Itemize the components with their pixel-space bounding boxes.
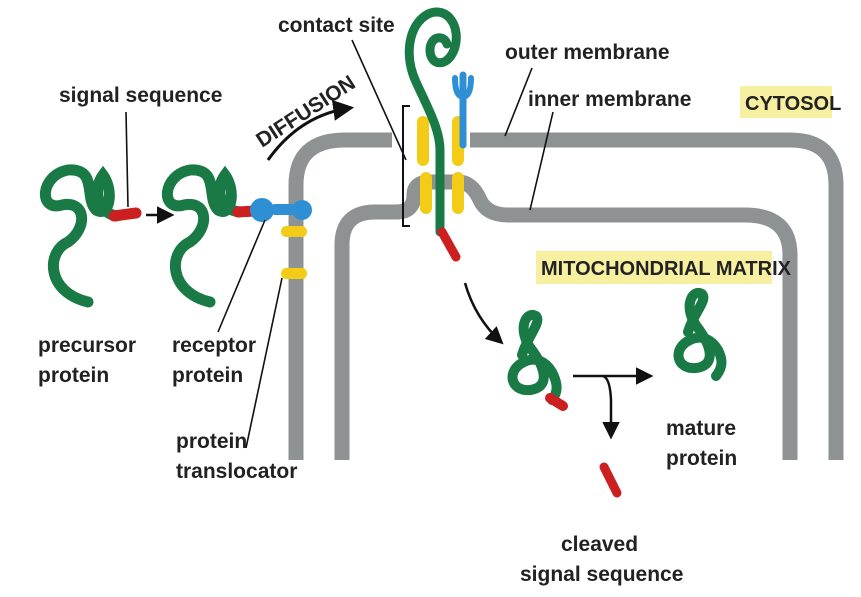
precursor-protein-chain	[40, 164, 122, 308]
mature-protein-label-line1: mature	[666, 417, 736, 440]
cleavage-arrow	[602, 374, 620, 440]
receptor-pointer	[217, 219, 266, 333]
receptor-protein	[250, 198, 312, 222]
contact-translocator-inner-right	[452, 172, 464, 214]
contact-site-label: contact site	[278, 14, 395, 37]
precursor-protein-label-line1: precursor	[38, 334, 136, 357]
importing-signal-sequence	[437, 227, 461, 262]
folded-signal-sequence	[545, 393, 568, 411]
matrix-arrow	[463, 282, 504, 345]
contact-receptor	[452, 71, 474, 149]
cytosol-label-box	[740, 86, 832, 118]
outer-membrane	[288, 132, 844, 460]
diffusion-arrow	[266, 99, 355, 161]
cytosol-label: CYTOSOL	[745, 93, 841, 115]
outer-membrane-label: outer membrane	[505, 41, 670, 64]
inner-membrane-pointer	[529, 111, 554, 211]
receptor-protein-label-line1: receptor	[172, 334, 256, 357]
cleaved-signal-sequence	[599, 462, 622, 498]
folded-protein-chain	[507, 310, 562, 405]
outer-membrane-pointer	[504, 67, 533, 137]
translocator-lower	[281, 268, 307, 279]
mitochondrial-matrix-label: MITOCHONDRIAL MATRIX	[541, 258, 792, 280]
matrix-label-box	[536, 251, 772, 284]
contact-translocator-outer-left	[417, 116, 429, 166]
precursor-signal-sequence	[108, 207, 142, 222]
mature-protein-chain	[673, 288, 727, 381]
translocator-upper	[281, 226, 307, 237]
mature-protein-label-line2: protein	[666, 447, 737, 470]
contact-translocator-inner-left	[420, 172, 432, 214]
translocator-pointer	[245, 277, 283, 449]
contact-site-pointer	[351, 39, 407, 161]
inner-membrane-label: inner membrane	[528, 88, 691, 111]
cleaved-signal-label-line2: signal sequence	[520, 563, 683, 586]
precursor-protein-label-line2: protein	[38, 364, 109, 387]
protein-translocator-label-line1: protein	[176, 430, 247, 453]
cleaved-signal-label-line1: cleaved	[561, 533, 638, 556]
signal-sequence-label: signal sequence	[59, 84, 222, 107]
importing-protein-chain	[404, 7, 461, 237]
contact-site-bracket	[402, 105, 410, 227]
signal-sequence-pointer	[125, 111, 129, 208]
protein-translocator-label-line2: translocator	[176, 460, 297, 483]
bound-protein-chain	[162, 164, 246, 308]
receptor-protein-label-line2: protein	[172, 364, 243, 387]
